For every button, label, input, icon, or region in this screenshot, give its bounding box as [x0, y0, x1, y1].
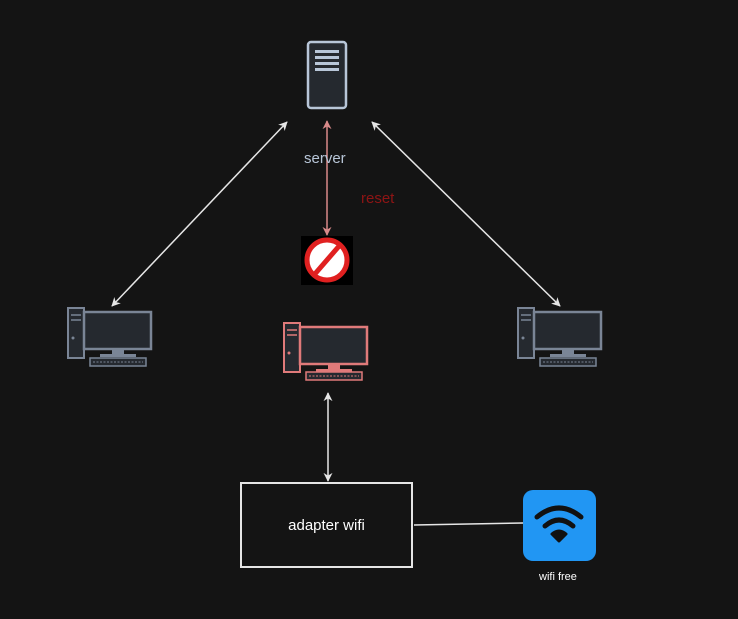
- edge-adapter-wifi[interactable]: [413, 522, 524, 526]
- edge-server-left-workstation[interactable]: [111, 121, 288, 307]
- adapter-wifi-box[interactable]: adapter wifi: [240, 482, 413, 568]
- desktop-computer-icon[interactable]: [517, 307, 603, 367]
- adapter-wifi-label: adapter wifi: [288, 516, 365, 534]
- desktop-computer-icon[interactable]: [283, 322, 369, 381]
- server-label: server: [304, 150, 346, 167]
- wifi-icon: [534, 505, 584, 543]
- reset-label: reset: [361, 190, 395, 207]
- wifi-free-label: wifi free: [539, 571, 577, 583]
- edge-server-right-workstation[interactable]: [371, 121, 561, 307]
- prohibited-icon: [301, 236, 353, 285]
- desktop-computer-icon[interactable]: [67, 307, 153, 367]
- wifi-tile[interactable]: [523, 490, 596, 561]
- server-icon[interactable]: [306, 40, 348, 110]
